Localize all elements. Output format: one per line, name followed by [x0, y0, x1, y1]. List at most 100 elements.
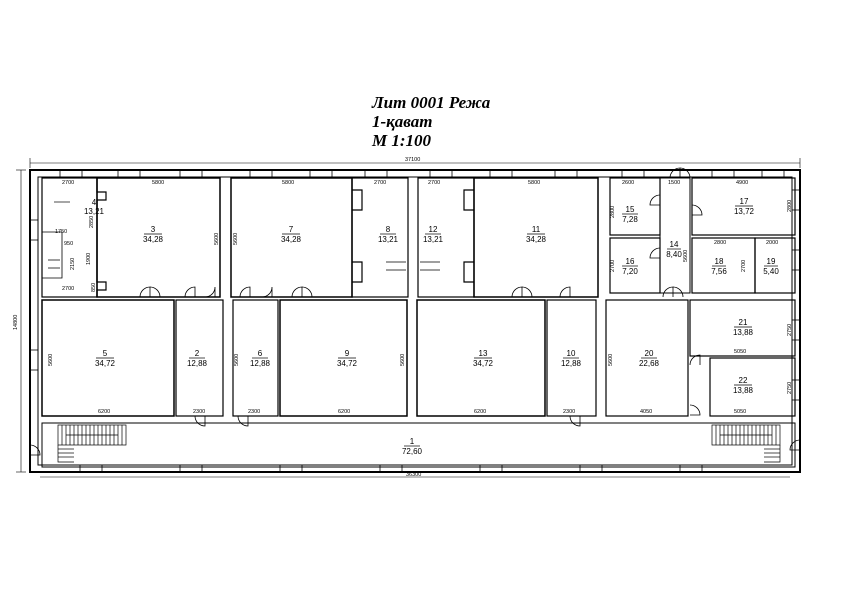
room-15-number: 15 [626, 205, 635, 214]
dim-label: 5050 [734, 349, 746, 355]
dim-label: 1500 [668, 180, 680, 186]
room-18-area: 7,56 [711, 267, 727, 276]
dim-label: 2150 [70, 258, 76, 270]
room-10-area: 12,88 [561, 359, 582, 368]
dim-label: 2700 [741, 260, 747, 272]
dim-label: 4900 [736, 180, 748, 186]
room-22-area: 13,88 [733, 386, 754, 395]
title-block: Лит 0001 Режа 1-қават М 1:100 [372, 93, 490, 150]
room-5-number: 5 [103, 349, 108, 358]
room-7-number: 7 [289, 225, 294, 234]
dim-label: 2750 [787, 324, 793, 336]
dim-overall-bottom: 36300 [406, 472, 421, 478]
dim-label: 5600 [683, 250, 689, 262]
room-7-area: 34,28 [281, 235, 302, 244]
room-15-outline [609, 177, 661, 236]
room-3-area: 34,28 [143, 235, 164, 244]
room-6-outline [232, 299, 279, 417]
dim-label: 950 [64, 241, 73, 247]
room-9-outline [279, 299, 408, 417]
room-11-area: 34,28 [526, 235, 547, 244]
dim-label: 5600 [608, 354, 614, 366]
room-1-number: 1 [410, 437, 415, 446]
room-8-outline [351, 177, 409, 298]
room-13-number: 13 [479, 349, 488, 358]
room-22-number: 22 [739, 376, 748, 385]
room-4-area: 13,21 [84, 207, 105, 216]
dim-label: 2850 [89, 216, 95, 228]
dim-label: 1900 [86, 253, 92, 265]
inner-outline [37, 176, 793, 466]
room-20-number: 20 [645, 349, 654, 358]
room-2-area: 12,88 [187, 359, 208, 368]
room-1-outline [41, 422, 796, 468]
dim-label: 5800 [528, 180, 540, 186]
room-5-area: 34,72 [95, 359, 116, 368]
room-9-number: 9 [345, 349, 350, 358]
dim-label: 2300 [563, 409, 575, 415]
title-line-1: Лит 0001 Режа [372, 93, 491, 112]
room-11-number: 11 [532, 225, 541, 234]
title-line-3: М 1:100 [372, 131, 432, 150]
dim-label: 6200 [338, 409, 350, 415]
dim-label: 2800 [714, 240, 726, 246]
dim-label: 5600 [214, 233, 220, 245]
dim-label: 5800 [152, 180, 164, 186]
room-21-area: 13,88 [733, 328, 754, 337]
room-19-number: 19 [767, 257, 776, 266]
room-14-outline [659, 177, 691, 294]
dim-label: 6200 [98, 409, 110, 415]
dim-overall-height: 14800 [13, 315, 19, 330]
title-line-2: 1-қават [372, 112, 433, 131]
room-6-area: 12,88 [250, 359, 271, 368]
room-22-outline [709, 357, 796, 417]
room-2-outline [175, 299, 224, 417]
room-21-number: 21 [739, 318, 748, 327]
dim-label: 5600 [234, 354, 240, 366]
room-21-outline [689, 299, 796, 357]
room-19-area: 5,40 [763, 267, 779, 276]
dim-label: 2000 [766, 240, 778, 246]
dim-label: 2700 [374, 180, 386, 186]
room-6-number: 6 [258, 349, 263, 358]
room-5-outline [41, 299, 175, 417]
dim-label: 2700 [428, 180, 440, 186]
room-20-area: 22,68 [639, 359, 660, 368]
dim-label: 6200 [474, 409, 486, 415]
dim-overall-width: 37100 [405, 157, 420, 163]
room-14-area: 8,40 [666, 250, 682, 259]
dim-label: 850 [91, 283, 97, 292]
room-1-area: 72,60 [402, 447, 423, 456]
dim-label: 2600 [622, 180, 634, 186]
outer-wall [29, 169, 801, 473]
room-14-number: 14 [670, 240, 679, 249]
room-16-area: 7,20 [622, 267, 638, 276]
room-4-number: 4 [92, 198, 97, 207]
room-16-number: 16 [626, 257, 635, 266]
room-12-area: 13,21 [423, 235, 444, 244]
dim-label: 5050 [734, 409, 746, 415]
dim-label: 5600 [400, 354, 406, 366]
room-17-outline [691, 177, 796, 236]
room-20-outline [605, 299, 689, 417]
room-10-number: 10 [567, 349, 576, 358]
dim-label: 2700 [62, 286, 74, 292]
stairs-right [711, 424, 781, 463]
room-13-area: 34,72 [473, 359, 494, 368]
dim-label: 2700 [610, 260, 616, 272]
room-15-area: 7,28 [622, 215, 638, 224]
room-18-number: 18 [715, 257, 724, 266]
room-19-outline [754, 237, 796, 294]
room-2-number: 2 [195, 349, 200, 358]
dim-label: 2800 [610, 206, 616, 218]
dim-label: 5600 [48, 354, 54, 366]
dim-label: 4050 [640, 409, 652, 415]
room-4-outline [41, 177, 98, 298]
room-10-outline [546, 299, 597, 417]
room-8-number: 8 [386, 225, 391, 234]
room-13-outline [416, 299, 546, 417]
room-17-area: 13,72 [734, 207, 755, 216]
room-11-outline [473, 177, 599, 298]
dim-label: 2800 [787, 200, 793, 212]
